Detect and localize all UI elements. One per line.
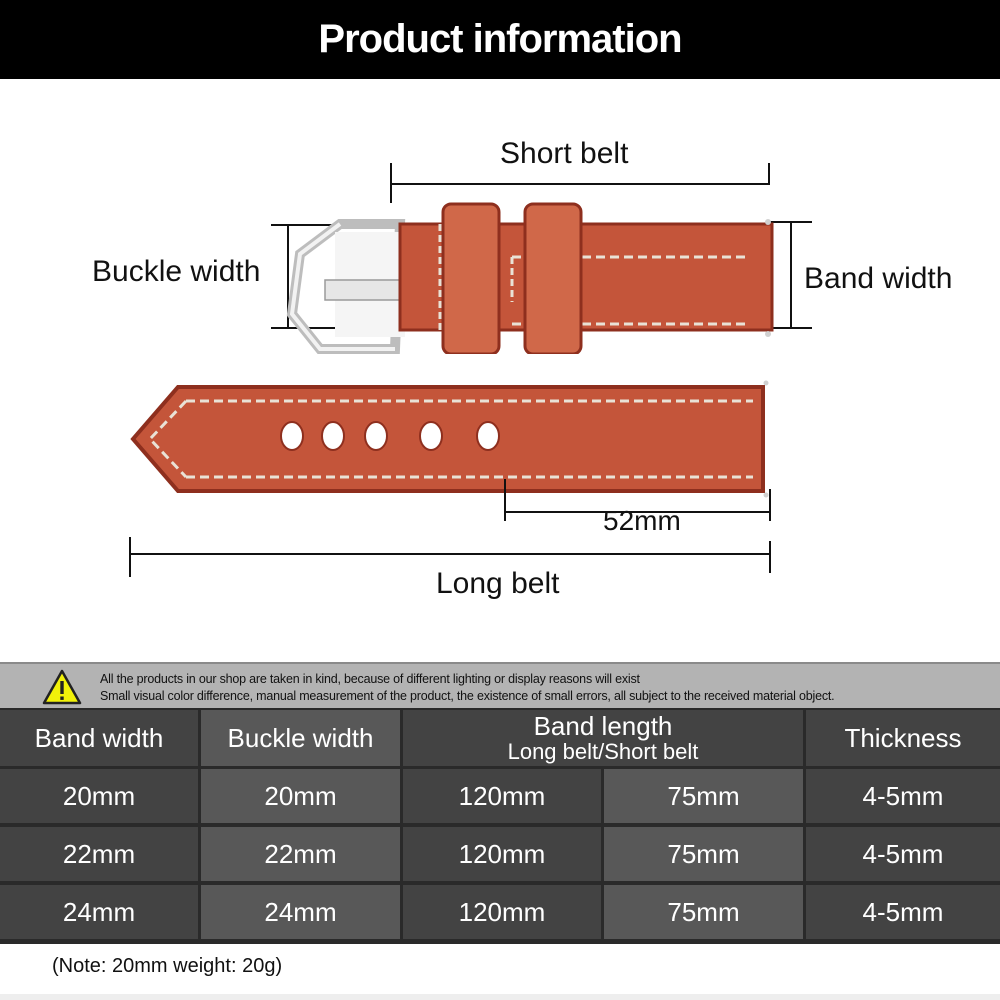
table-cell: 120mm bbox=[403, 827, 601, 881]
header-buckle-width: Buckle width bbox=[201, 710, 400, 766]
disclaimer-line-1: All the products in our shop are taken i… bbox=[100, 672, 640, 686]
tip-length-line bbox=[504, 511, 771, 513]
size-table: Band width Buckle width Band length Long… bbox=[0, 708, 1000, 944]
table-cell: 75mm bbox=[604, 769, 803, 823]
page-title: Product information bbox=[0, 0, 1000, 79]
long-belt-tick-left bbox=[129, 537, 131, 577]
tip-length-label: 52mm bbox=[603, 505, 681, 536]
warning-triangle-icon bbox=[42, 669, 82, 705]
table-cell: 22mm bbox=[201, 827, 400, 881]
short-belt-tick-right bbox=[768, 163, 770, 185]
header-band-width: Band width bbox=[0, 710, 198, 766]
short-belt-tick-left bbox=[390, 163, 392, 203]
short-belt-label: Short belt bbox=[500, 137, 629, 170]
strap-diagram: Short belt Buckle width Band width bbox=[0, 79, 1000, 661]
band-width-line-vert bbox=[790, 221, 792, 327]
table-cell: 120mm bbox=[403, 885, 601, 939]
buckle-width-label: Buckle width bbox=[92, 255, 261, 288]
short-strap-with-buckle-image bbox=[286, 202, 774, 354]
table-cell: 24mm bbox=[201, 885, 400, 939]
short-belt-dimension-line bbox=[391, 183, 769, 185]
header-band-length: Band length Long belt/Short belt bbox=[403, 710, 803, 766]
long-strap-image bbox=[130, 380, 769, 498]
tip-length-tick-right bbox=[769, 489, 771, 521]
table-cell: 20mm bbox=[0, 769, 198, 823]
buckle-width-line-bottom bbox=[271, 327, 391, 329]
buckle-width-line-vert bbox=[287, 224, 289, 328]
tip-length-tick-left bbox=[504, 479, 506, 521]
color-disclaimer-banner: All the products in our shop are taken i… bbox=[0, 662, 1000, 708]
table-cell: 4-5mm bbox=[806, 769, 1000, 823]
table-cell: 24mm bbox=[0, 885, 198, 939]
table-cell: 75mm bbox=[604, 885, 803, 939]
long-belt-label: Long belt bbox=[436, 567, 560, 600]
table-cell: 20mm bbox=[201, 769, 400, 823]
band-width-label: Band width bbox=[804, 262, 953, 295]
table-cell: 75mm bbox=[604, 827, 803, 881]
header-thickness: Thickness bbox=[806, 710, 1000, 766]
table-cell: 22mm bbox=[0, 827, 198, 881]
table-cell: 4-5mm bbox=[806, 827, 1000, 881]
table-cell: 4-5mm bbox=[806, 885, 1000, 939]
disclaimer-line-2: Small visual color difference, manual me… bbox=[100, 689, 835, 703]
weight-note: (Note: 20mm weight: 20g) bbox=[52, 955, 283, 977]
footer-strip bbox=[0, 994, 1000, 1000]
band-width-line-bottom bbox=[770, 327, 812, 329]
table-cell: 120mm bbox=[403, 769, 601, 823]
long-belt-line bbox=[129, 553, 771, 555]
long-belt-tick-right bbox=[769, 541, 771, 573]
